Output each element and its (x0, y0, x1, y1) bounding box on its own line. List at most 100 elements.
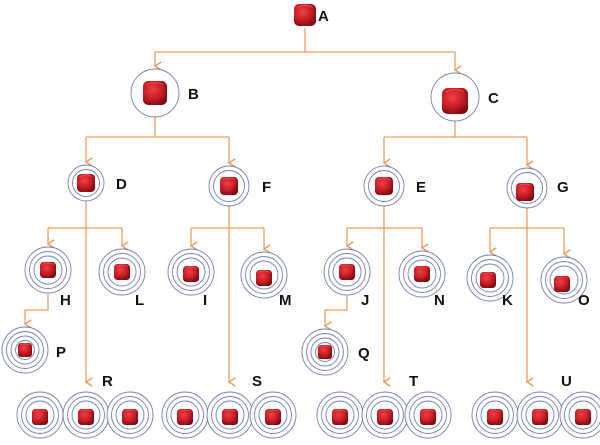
cube-highlight (19, 343, 31, 346)
cube-body (339, 264, 355, 280)
cube-highlight (577, 409, 589, 412)
ring (480, 400, 510, 430)
cube-icon (532, 409, 548, 425)
nodes (1, 4, 600, 439)
cube-highlight (319, 345, 331, 348)
node-s-member (161, 391, 209, 439)
node-u-member (471, 391, 519, 439)
node-label-m: M (279, 292, 292, 309)
ring (254, 396, 292, 434)
cube-highlight (518, 183, 532, 187)
cube-icon (114, 264, 130, 280)
ring (403, 255, 441, 293)
cube-icon (414, 266, 430, 282)
cube-body (143, 81, 167, 105)
ring (332, 257, 362, 287)
ring (511, 172, 543, 204)
cube-body (318, 345, 332, 359)
cube-body (480, 272, 496, 288)
node-label-s: S (252, 373, 262, 390)
node-label-n: N (434, 292, 445, 309)
node-k (466, 254, 514, 302)
cube-highlight (556, 276, 568, 279)
cube-highlight (377, 177, 391, 181)
cube-icon (177, 409, 193, 425)
ring (72, 169, 100, 197)
ring (166, 396, 204, 434)
ring (413, 400, 443, 430)
ring (370, 400, 400, 430)
node-label-i: I (203, 292, 207, 309)
node-m (240, 251, 288, 299)
node-label-e: E (416, 179, 426, 196)
node-u-member (516, 391, 564, 439)
cube-body (375, 177, 393, 195)
cube-highlight (42, 262, 54, 265)
cube-body (114, 264, 130, 280)
ring (525, 400, 555, 430)
cube-highlight (534, 409, 546, 412)
node-t (316, 391, 452, 439)
ring (258, 400, 288, 430)
ring (407, 259, 437, 289)
ring (103, 253, 141, 291)
cube-body (32, 409, 48, 425)
ring (172, 253, 210, 291)
ring (211, 396, 249, 434)
node-a (294, 4, 316, 26)
node-label-g: G (557, 179, 569, 196)
cube-icon (18, 343, 32, 357)
cube-icon (256, 270, 272, 286)
cube-highlight (179, 409, 191, 412)
node-label-u: U (561, 373, 572, 390)
node-t-member (404, 391, 452, 439)
ring (328, 253, 366, 291)
cube-highlight (267, 409, 279, 412)
cube-body (516, 183, 534, 201)
cube-body (575, 409, 591, 425)
cube-icon (332, 409, 348, 425)
cube-body (554, 276, 570, 292)
cube-body (294, 4, 316, 26)
cube-highlight (124, 409, 136, 412)
node-r (16, 391, 154, 439)
ring (306, 333, 344, 371)
node-label-q: Q (358, 345, 370, 362)
node-o (540, 256, 588, 304)
node-r-member (106, 391, 154, 439)
cube-icon (265, 409, 281, 425)
cube-body (377, 409, 393, 425)
node-label-p: P (56, 344, 66, 361)
cube-icon (40, 262, 56, 278)
ring (310, 337, 340, 367)
cube-icon (575, 409, 591, 425)
node-label-l: L (135, 292, 144, 309)
ring (471, 259, 509, 297)
cube-highlight (80, 409, 92, 412)
node-label-o: O (578, 292, 590, 309)
cube-highlight (222, 177, 236, 181)
cube-body (177, 409, 193, 425)
node-label-a: A (318, 8, 329, 25)
ring (15, 340, 35, 360)
cube-body (532, 409, 548, 425)
ring (10, 335, 40, 365)
ring (71, 400, 101, 430)
cube-highlight (482, 272, 494, 275)
ring (176, 257, 206, 287)
cube-highlight (445, 89, 465, 93)
node-b (130, 68, 180, 118)
ring (107, 257, 137, 287)
cube-icon (183, 266, 199, 282)
cube-icon (143, 81, 167, 105)
node-h (24, 246, 72, 294)
node-n (398, 250, 446, 298)
cube-icon (516, 183, 534, 201)
ring (6, 331, 44, 369)
node-g (506, 167, 548, 209)
node-u-member (559, 391, 600, 439)
ring (245, 256, 283, 294)
node-f (208, 165, 250, 207)
node-s-member (249, 391, 297, 439)
ring (545, 261, 583, 299)
